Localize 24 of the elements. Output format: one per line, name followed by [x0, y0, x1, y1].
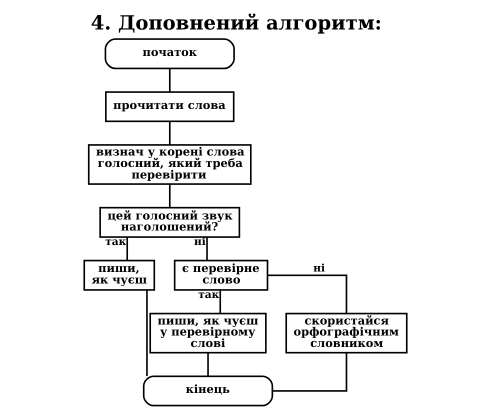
node-box: прочитати слова	[104, 91, 234, 122]
connector	[267, 274, 347, 314]
connector	[168, 68, 170, 92]
connector	[272, 352, 347, 392]
node-box: кінець	[142, 375, 273, 406]
connector	[206, 352, 208, 376]
connector	[126, 237, 128, 261]
connector	[206, 237, 208, 261]
node-box: пиши, як чуєш у перевірному слові	[148, 312, 266, 354]
edge-label: ні	[312, 262, 324, 275]
connector	[168, 184, 170, 208]
node-box: початок	[104, 38, 234, 70]
node-box: є перевірне слово	[173, 260, 268, 291]
edge-label: так	[104, 236, 126, 248]
connector	[168, 122, 170, 145]
node-box: пиши, як чуєш	[82, 260, 155, 291]
node-box: цей голосний звук наголошений?	[98, 206, 240, 238]
connector	[218, 290, 221, 314]
node-box: скористайся орфографічним словником	[284, 312, 408, 354]
node-box: визнач у корені слова голосний, який треба перевірити	[87, 144, 252, 185]
edge-label: так	[198, 289, 219, 302]
connector	[146, 290, 148, 376]
diagram-title: 4. Доповнений алгоритм:	[90, 12, 382, 35]
edge-label: ні	[193, 236, 206, 248]
